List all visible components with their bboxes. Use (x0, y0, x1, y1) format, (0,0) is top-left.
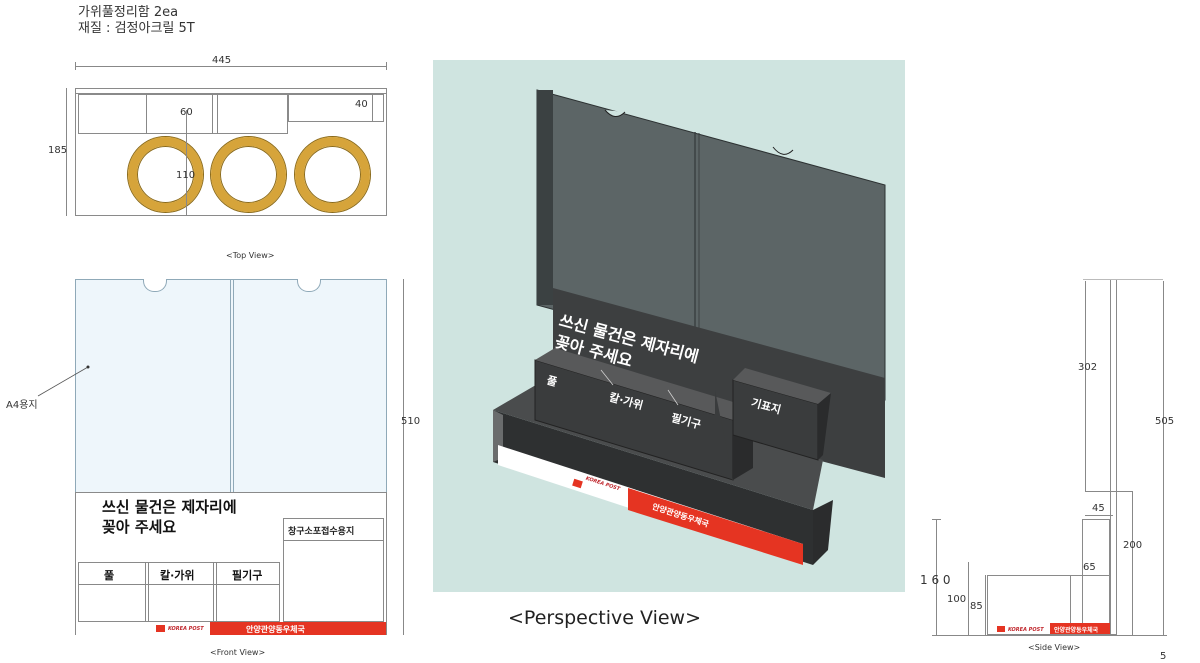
top-depth-dim: 185 (48, 145, 68, 156)
dim-line (372, 94, 373, 122)
dim-tick (75, 62, 76, 70)
side-dim-302-line (1085, 281, 1086, 491)
top-width-dim: 445 (212, 55, 232, 66)
top-back-panel (75, 88, 387, 94)
front-slogan-line2: 꽂아 주세요 (102, 518, 177, 536)
front-korea-post: KOREA POST (168, 626, 204, 632)
side-back-panel (1110, 279, 1117, 635)
pen-cup-ring (211, 137, 286, 212)
side-korea-post: KOREA POST (1008, 627, 1044, 633)
front-slot-glue: 풀 (104, 569, 115, 582)
spec-title: 가위풀정리함 2ea (78, 5, 179, 20)
side-label-strip (989, 623, 1109, 634)
side-dim-160: 1 6 0 (920, 573, 951, 587)
divider (145, 562, 146, 622)
front-height-dim: 510 (401, 416, 421, 427)
divider (212, 94, 213, 134)
side-dim-65: 65 (1083, 562, 1096, 573)
pen-cup-ring (128, 137, 203, 212)
a4-label: A4용지 (6, 400, 38, 411)
side-dim-5: 5 (1160, 651, 1167, 662)
side-dim-100-line (968, 562, 969, 635)
side-ground-line (932, 635, 1167, 636)
top-view-caption: <Top View> (226, 251, 275, 260)
top-dim-110: 110 (176, 170, 196, 181)
dim-extension (1083, 279, 1163, 280)
side-dim-45: 45 (1092, 503, 1105, 514)
pen-cup-ring (295, 137, 370, 212)
side-dim-505-line (1163, 281, 1164, 635)
form-line (283, 540, 384, 541)
side-dim-505: 505 (1155, 416, 1175, 427)
dim-line (1085, 491, 1133, 492)
front-form-label: 창구소포접수용지 (288, 527, 355, 537)
dim-line (1132, 491, 1133, 635)
a4-divider (230, 279, 231, 493)
side-base (987, 575, 1110, 635)
top-right-compartment (288, 94, 384, 122)
a4-leader-line (37, 365, 90, 397)
side-dim-85: 85 (970, 601, 983, 612)
divider (217, 94, 218, 134)
top-depth-dim-line (66, 88, 67, 216)
side-red-label: 안양관양동우체국 (1054, 627, 1099, 634)
spec-material: 재질 : 검정아크릴 5T (78, 21, 195, 36)
korea-post-logo-icon (997, 626, 1005, 632)
front-slot-scissors: 칼·가위 (160, 569, 195, 582)
dim-tick (386, 62, 387, 70)
perspective-drawing (493, 89, 886, 565)
side-dim-200: 200 (1123, 540, 1143, 551)
divider (213, 562, 214, 622)
korea-post-logo-icon (156, 625, 165, 632)
top-width-dim-line (75, 66, 387, 67)
front-red-band (210, 622, 386, 635)
perspective-panel: 쓰신 물건은 제자리에 꽂아 주세요 풀 칼·가위 필기구 기표지 KOREA … (433, 60, 905, 592)
front-red-label: 안양관양동우체국 (246, 625, 305, 634)
side-red-band (1050, 623, 1110, 634)
divider (216, 562, 217, 622)
front-slot-pens: 필기구 (232, 569, 263, 582)
slot-line (78, 584, 280, 585)
dim-line (186, 110, 187, 216)
divider (146, 94, 147, 134)
dim-tick (932, 519, 941, 520)
side-view-caption: <Side View> (1028, 643, 1081, 652)
divider (148, 562, 149, 622)
side-dim-100: 100 (947, 594, 967, 605)
a4-divider (233, 279, 234, 493)
front-height-dim-line (403, 279, 404, 635)
side-dim-160-line (936, 519, 937, 635)
top-dim-40: 40 (355, 99, 368, 110)
front-view-caption: <Front View> (210, 648, 266, 657)
front-form-box (283, 518, 384, 622)
dim-line (1085, 515, 1113, 516)
a4-panel (75, 279, 387, 493)
side-dim-85-line (985, 575, 986, 635)
top-back-compartments (78, 94, 288, 134)
front-slot-row (78, 562, 280, 622)
front-slogan-line1: 쓰신 물건은 제자리에 (102, 498, 237, 516)
perspective-view-caption: <Perspective View> (508, 607, 702, 629)
side-dim-302: 302 (1078, 362, 1098, 373)
